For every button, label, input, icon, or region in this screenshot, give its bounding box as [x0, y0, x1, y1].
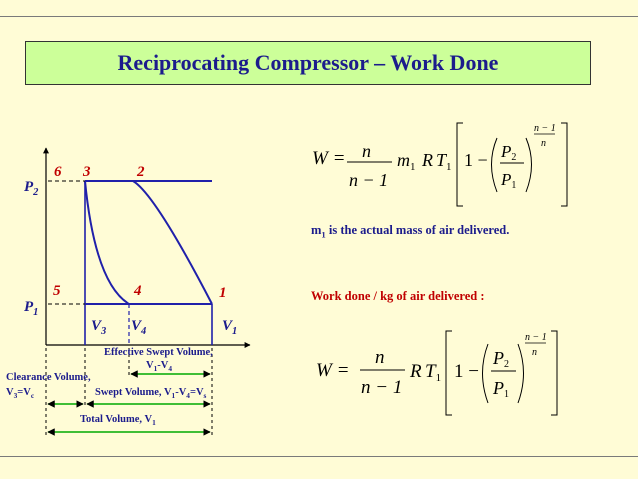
eq2-left-bracket — [445, 330, 452, 416]
eq2-p2: P2 — [492, 348, 509, 370]
title-banner: Reciprocating Compressor – Work Done — [25, 41, 591, 85]
swept-volume-label: Swept Volume, V1-V4=Vs — [95, 387, 207, 401]
eq2-right-paren — [517, 343, 524, 404]
v3-label: V3 — [91, 318, 107, 337]
eq1-right-paren — [525, 137, 532, 193]
eq1-p1: P1 — [500, 170, 516, 191]
mass-note: m1 is the actual mass of air delivered. — [311, 223, 510, 240]
eq2-one-minus: 1 − — [454, 361, 479, 382]
point-2: 2 — [137, 164, 145, 180]
clearance-formula: V3=Vc — [6, 387, 35, 401]
eq1-exp-den: n — [541, 138, 546, 149]
eq2-R: R — [409, 361, 422, 382]
p2-label: P2 — [24, 179, 39, 198]
eq1-one-minus: 1 − — [464, 150, 488, 170]
eq1-numerator: n — [362, 141, 371, 161]
eq1-p2: P2 — [500, 142, 516, 163]
eq2-exp-num: n − 1 — [525, 332, 547, 343]
effective-swept-formula: V1-V4 — [146, 360, 173, 374]
effective-swept-label: Effective Swept Volume, — [104, 347, 213, 358]
eq1-mass: m1 — [397, 150, 416, 173]
eq2-T: T1 — [425, 361, 441, 384]
p1-label: P1 — [24, 299, 39, 318]
eq2-left-paren — [482, 343, 489, 404]
eq2-exp-den: n — [532, 347, 537, 358]
expansion-curve-3-4 — [84, 180, 130, 305]
eq1-exp-num: n − 1 — [534, 123, 556, 134]
point-1: 1 — [219, 285, 227, 301]
page-title: Reciprocating Compressor – Work Done — [117, 50, 499, 75]
per-kg-label: Work done / kg of air delivered : — [311, 289, 485, 303]
eq2-lhs: W = — [316, 360, 349, 381]
eq1-left-bracket — [456, 122, 463, 207]
eq1-right-bracket — [561, 122, 568, 207]
clearance-label: Clearance Volume, — [6, 372, 91, 383]
point-4: 4 — [134, 283, 142, 299]
compression-curve-1-2 — [132, 180, 213, 305]
total-volume-label: Total Volume, V1 — [80, 414, 156, 428]
eq1-left-paren — [491, 137, 498, 193]
eq1-R: R — [421, 150, 433, 170]
point-6: 6 — [54, 164, 62, 180]
bottom-rule — [0, 456, 638, 457]
eq2-denominator: n − 1 — [361, 377, 402, 398]
eq2-right-bracket — [551, 330, 558, 416]
eq1-lhs: W = — [312, 148, 345, 169]
point-3: 3 — [83, 164, 91, 180]
v1-label: V1 — [222, 318, 238, 337]
v4-label: V4 — [131, 318, 147, 337]
eq2-p1: P1 — [492, 378, 509, 400]
point-5: 5 — [53, 283, 61, 299]
eq1-T: T1 — [436, 150, 452, 173]
eq1-denominator: n − 1 — [349, 170, 388, 190]
eq2-numerator: n — [375, 347, 385, 368]
top-rule — [0, 16, 638, 17]
